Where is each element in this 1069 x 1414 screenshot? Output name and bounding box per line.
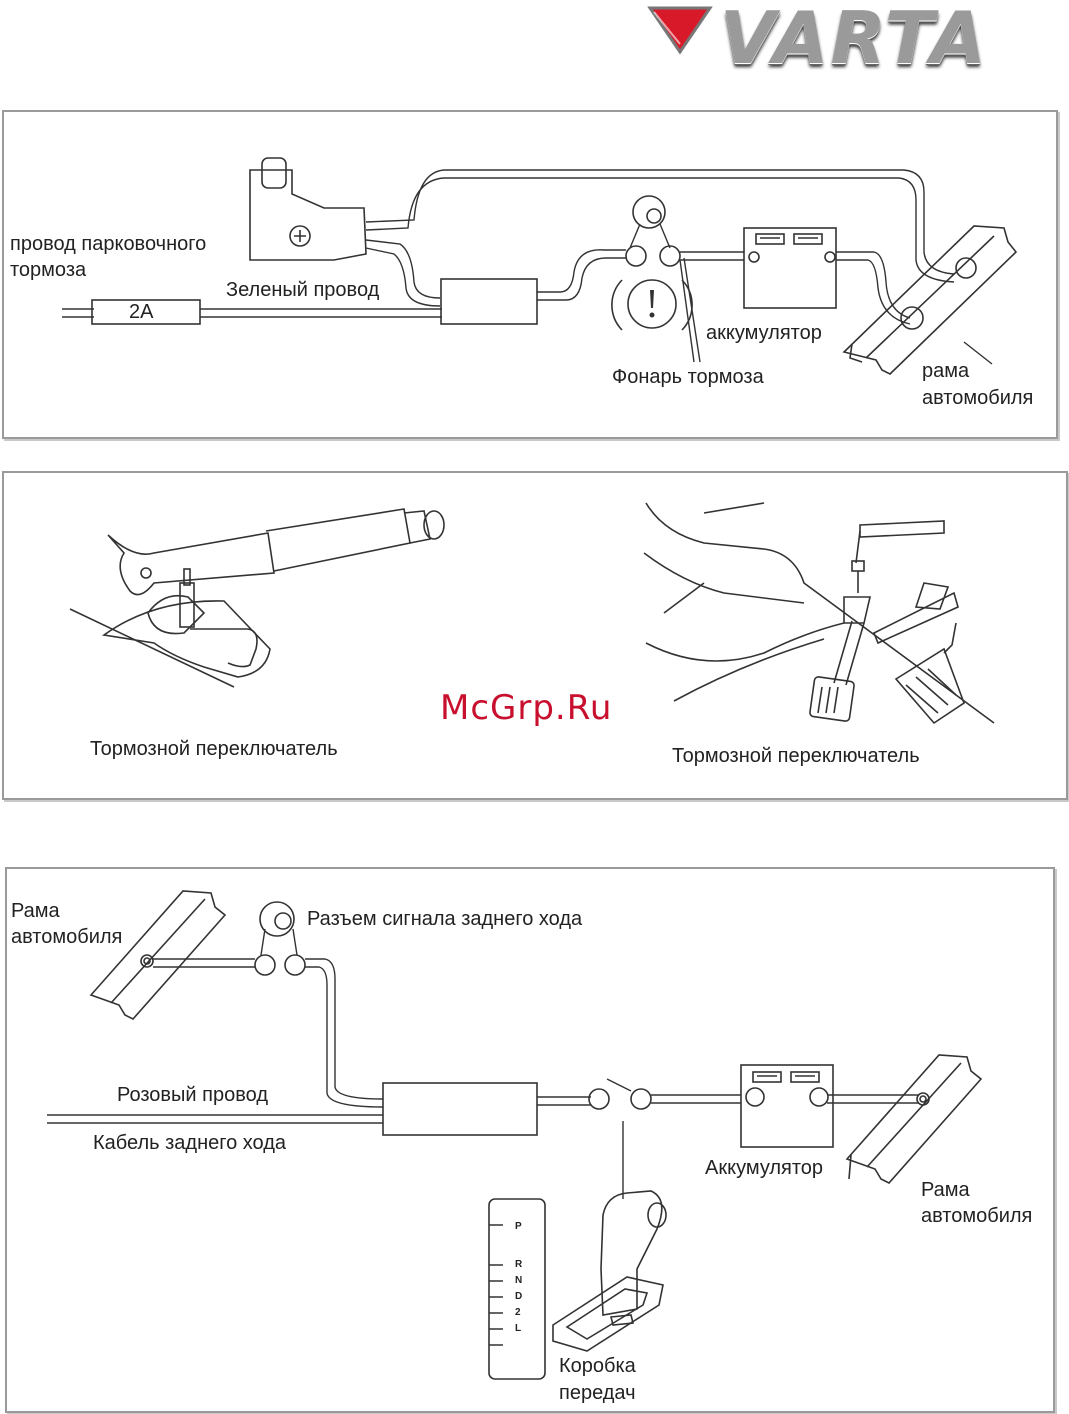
brake-switch-label-right: Тормозной переключатель	[672, 743, 920, 769]
gear-position-2: 2	[515, 1307, 521, 1318]
vehicle-frame-left-icon	[91, 891, 225, 1019]
watermark-text: McGrp.Ru	[440, 688, 612, 728]
battery-icon	[741, 1065, 833, 1147]
brake-switch-panel: Тормозной переключатель Тормозной перекл…	[2, 471, 1068, 800]
varta-logo: VARTA	[640, 0, 1050, 80]
gearbox-label: Коробка	[559, 1353, 636, 1379]
brake-switch-label-left: Тормозной переключатель	[90, 736, 338, 762]
gear-position-P: P	[515, 1221, 522, 1232]
battery-label: аккумулятор	[706, 320, 822, 346]
control-box-icon	[441, 279, 537, 324]
logo-text: VARTA	[720, 0, 988, 80]
parking-brake-wire-label: провод парковочного	[10, 231, 206, 257]
vehicle-frame-left-label: Рама	[11, 898, 60, 924]
reverse-signal-wiring-panel: Рама автомобиля Разъем сигнала заднего х…	[5, 867, 1055, 1413]
gear-position-N: N	[515, 1275, 522, 1286]
brake-pedal-icon	[644, 503, 994, 723]
vehicle-frame-right-label-2: автомобиля	[921, 1203, 1032, 1229]
reverse-connector-label: Разъем сигнала заднего хода	[307, 906, 582, 932]
gear-shift-lever-icon	[553, 1191, 666, 1351]
parking-brake-wiring-panel: провод парковочного тормоза Зеленый пров…	[2, 110, 1058, 439]
gear-position-D: D	[515, 1291, 522, 1302]
gearbox-label-2: передач	[559, 1380, 636, 1406]
parking-brake-switch-icon	[250, 158, 366, 260]
vehicle-frame-right-icon	[847, 1055, 981, 1183]
vehicle-frame-icon	[844, 226, 1016, 374]
battery-label: Аккумулятор	[705, 1155, 823, 1181]
parking-brake-wiring-diagram	[4, 112, 1056, 437]
hand-brake-lever-icon	[70, 509, 444, 687]
reverse-switch-contact-icon	[589, 1089, 609, 1109]
parking-brake-wire-label-2: тормоза	[10, 257, 86, 283]
battery-icon	[744, 228, 836, 308]
vehicle-frame-label: рама	[922, 358, 969, 384]
brake-light-label: Фонарь тормоза	[612, 364, 764, 390]
reverse-cable-label: Кабель заднего хода	[93, 1130, 286, 1156]
control-box-icon	[383, 1083, 537, 1135]
vehicle-frame-label-2: автомобиля	[922, 385, 1033, 411]
green-wire-label: Зеленый провод	[226, 277, 379, 303]
pink-wire-label: Розовый провод	[117, 1082, 268, 1108]
fuse-label: 2A	[129, 299, 153, 325]
vehicle-frame-left-label-2: автомобиля	[11, 924, 122, 950]
gear-position-L: L	[515, 1323, 521, 1334]
vehicle-frame-right-label: Рама	[921, 1177, 970, 1203]
gear-position-R: R	[515, 1259, 522, 1270]
reverse-connector-icon	[255, 902, 305, 975]
